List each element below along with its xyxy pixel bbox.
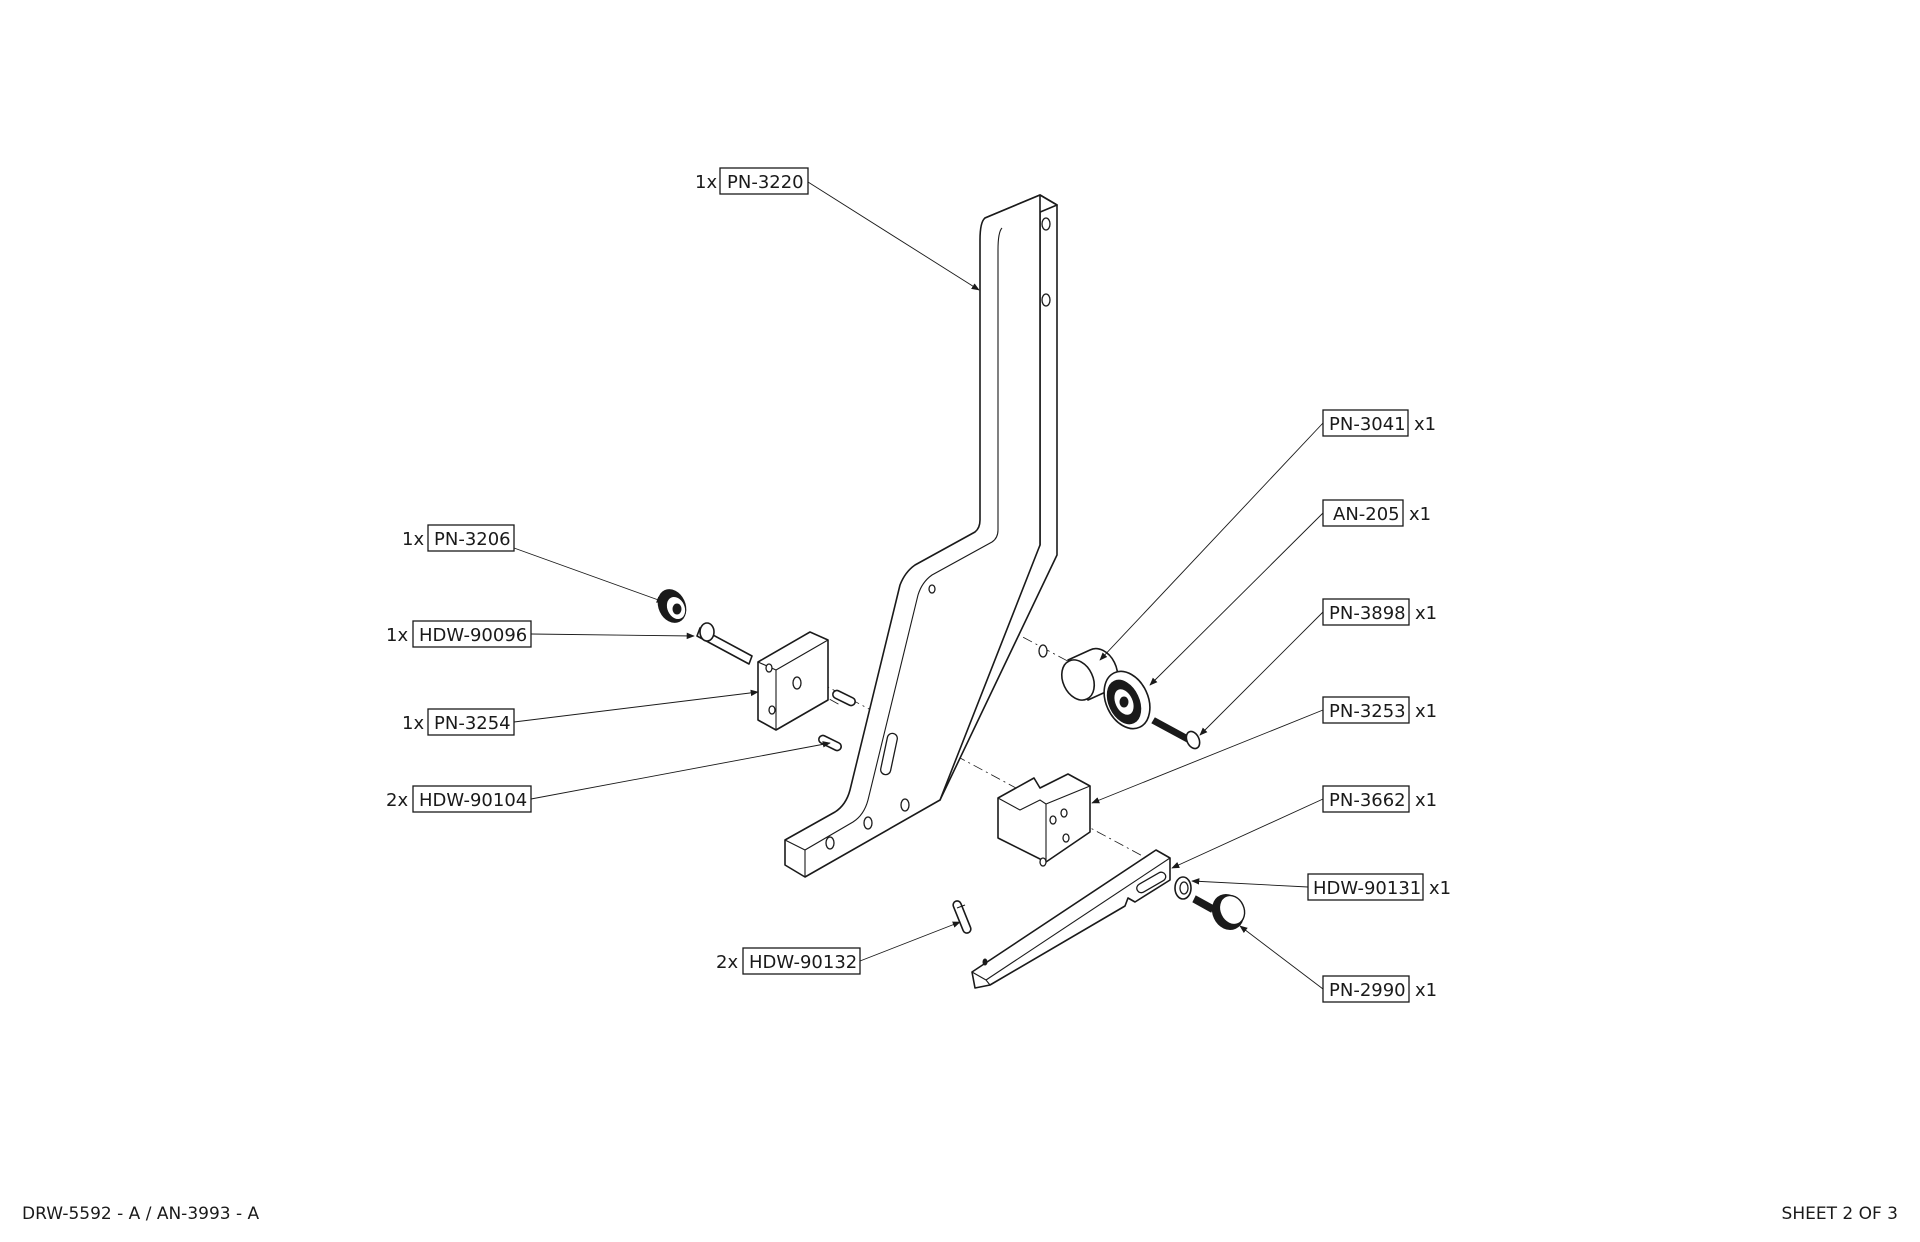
callout-hdw-90096: 1x HDW-90096: [386, 620, 532, 648]
callout-qty: x1: [1415, 790, 1437, 811]
callout-part-number: HDW-90104: [419, 790, 527, 811]
callout-part-number: PN-3254: [434, 713, 511, 734]
pulley-wheel-part: [1103, 670, 1151, 730]
callout-box: [1322, 499, 1404, 527]
sheet-number: SHEET 2 OF 3: [1781, 1204, 1898, 1224]
thumb-screw-part: [1192, 893, 1246, 931]
callout-box: [1322, 785, 1410, 813]
callout-hdw-90104: 2x HDW-90104: [386, 785, 532, 813]
callout-qty: 1x: [695, 172, 717, 193]
callout-qty: x1: [1409, 504, 1431, 525]
callout-part-number: AN-205: [1333, 504, 1400, 525]
callout-qty: 2x: [386, 790, 408, 811]
callout-qty: 1x: [402, 713, 424, 734]
callout-pn-3253: PN-3253 x1: [1322, 696, 1437, 724]
callout-hdw-90132: 2x HDW-90132: [716, 947, 861, 975]
callout-part-number: PN-3220: [727, 172, 804, 193]
callout-box: [719, 167, 809, 195]
callout-qty: 1x: [386, 625, 408, 646]
arm-pins-part: [952, 900, 972, 934]
callout-part-number: HDW-90096: [419, 625, 527, 646]
callout-hdw-90131: HDW-90131 x1: [1307, 873, 1451, 901]
bearing-part: [657, 589, 687, 623]
callout-qty: x1: [1414, 414, 1436, 435]
callout-box: [742, 947, 861, 975]
pulley-block-part: [757, 631, 829, 731]
callout-part-number: PN-3898: [1329, 603, 1406, 624]
callout-box: [1307, 873, 1424, 901]
callout-box: [412, 785, 532, 813]
screw-part: [1151, 717, 1201, 750]
callout-part-number: PN-2990: [1329, 980, 1406, 1001]
callout-qty: 1x: [402, 529, 424, 550]
callout-pn-3254: 1x PN-3254: [402, 708, 515, 736]
callout-box: [427, 524, 515, 552]
callout-qty: x1: [1415, 980, 1437, 1001]
callout-box: [1322, 598, 1410, 626]
callout-part-number: PN-3041: [1329, 414, 1406, 435]
callout-part-number: PN-3662: [1329, 790, 1406, 811]
washer-part: [1174, 876, 1192, 900]
callout-qty: x1: [1415, 603, 1437, 624]
callout-box: [1322, 975, 1410, 1003]
callout-qty: 2x: [716, 952, 738, 973]
callout-pn-3206: 1x PN-3206: [402, 524, 515, 552]
callout-pn-3041: PN-3041 x1: [1322, 409, 1436, 437]
callout-box: [1322, 696, 1410, 724]
callout-pn-2990: PN-2990 x1: [1322, 975, 1437, 1003]
callout-leaders: [513, 181, 1324, 990]
callout-pn-3898: PN-3898 x1: [1322, 598, 1437, 626]
callout-pn-3220: 1x PN-3220: [695, 167, 809, 195]
support-block-part: [997, 773, 1091, 867]
drawing-reference: DRW-5592 - A / AN-3993 - A: [22, 1204, 260, 1224]
main-bracket-part: [784, 194, 1058, 878]
callout-an-205: AN-205 x1: [1322, 499, 1431, 527]
shaft-part: [696, 622, 753, 665]
callout-qty: x1: [1415, 701, 1437, 722]
callout-box: [412, 620, 532, 648]
adjustment-arm-part: [971, 849, 1171, 989]
callout-pn-3662: PN-3662 x1: [1322, 785, 1437, 813]
callout-part-number: HDW-90131: [1313, 878, 1421, 899]
callout-part-number: PN-3206: [434, 529, 511, 550]
callout-box: [427, 708, 515, 736]
callout-part-number: HDW-90132: [749, 952, 857, 973]
callout-part-number: PN-3253: [1329, 701, 1406, 722]
callout-box: [1322, 409, 1409, 437]
callout-qty: x1: [1429, 878, 1451, 899]
